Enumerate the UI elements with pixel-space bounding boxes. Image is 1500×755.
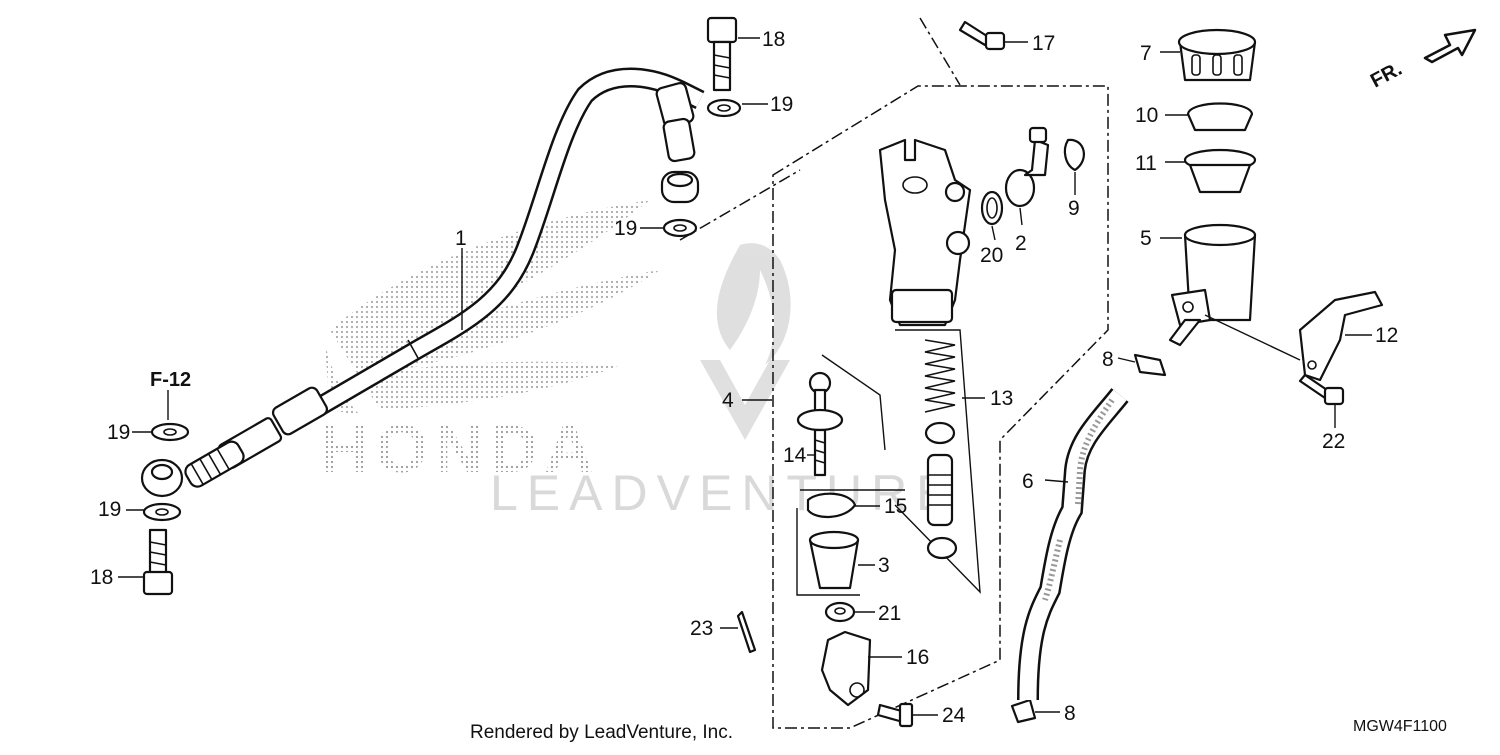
circlip-part-15	[806, 492, 857, 518]
callout-8-upper: 8	[1102, 348, 1114, 371]
callout-11: 14	[783, 444, 807, 467]
callout-9: 9	[1068, 197, 1080, 220]
lower-banjo-fitting	[140, 458, 184, 498]
brake-hose-part-1	[184, 67, 705, 488]
diagram-code: MGW4F1100	[1353, 718, 1447, 735]
callout-6: 6	[1022, 470, 1034, 493]
callout-15: 15	[884, 495, 907, 518]
reservoir-cap-part-7	[1177, 28, 1257, 82]
callout-18-upper: 18	[762, 28, 785, 51]
callout-2: 2	[1015, 232, 1027, 255]
direction-label: FR.	[1367, 58, 1406, 93]
leadventure-logo-watermark-icon	[700, 243, 791, 440]
reservoir-tank-part-5	[1168, 223, 1257, 347]
clevis-part-16	[820, 630, 872, 707]
callout-19-b: 19	[614, 217, 637, 240]
callout-19-a: 19	[770, 93, 793, 116]
reservoir-hose-part-6	[1017, 388, 1129, 701]
assembly-frame-upper	[679, 17, 961, 241]
callout-14: 12	[1375, 324, 1398, 347]
callout-18-lower: 18	[90, 566, 113, 589]
hose-clip-part-8	[1010, 353, 1167, 724]
callout-5: 5	[1140, 227, 1152, 250]
callout-19-c: 19	[107, 421, 130, 444]
callout-19-d: 19	[98, 498, 121, 521]
callout-4: 4	[722, 389, 734, 412]
callout-20: 20	[980, 244, 1003, 267]
callout-3: 3	[878, 554, 890, 577]
callout-1: 1	[455, 227, 467, 250]
hose-joint-part-2	[1004, 126, 1050, 208]
callout-8-lower: 8	[1064, 702, 1076, 725]
upper-banjo-fitting	[660, 170, 700, 204]
boot-part-3	[808, 530, 860, 590]
diaphragm-part-13	[1183, 148, 1257, 194]
circlip-part-9	[1063, 138, 1085, 172]
piston-set-part-10	[894, 329, 981, 594]
callout-22: 23	[690, 617, 713, 640]
callout-17: 17	[1032, 32, 1055, 55]
bolt-part-24	[1298, 373, 1345, 406]
callout-labels: 18 19 19 1 F-12 19 19 18 17 7 10 11 5 9 …	[90, 28, 1398, 727]
callout-13: 11	[1135, 152, 1157, 175]
cotter-pin-part-22	[736, 610, 757, 654]
boot-group-bracket	[796, 489, 905, 596]
callout-21: 21	[878, 602, 901, 625]
honda-brand-watermark: HONDA	[320, 411, 599, 487]
reference-label: F-12	[150, 369, 191, 391]
assembly-frame-4	[772, 85, 1109, 729]
push-rod-part-11	[796, 354, 886, 477]
pin-part-23	[876, 702, 914, 728]
callout-23: 24	[942, 704, 966, 727]
callout-24: 22	[1322, 430, 1345, 453]
leadventure-watermark-text: LEADVENTURE	[490, 465, 959, 521]
callout-16: 16	[906, 646, 929, 669]
nut-part-21	[824, 601, 856, 623]
callout-12: 10	[1135, 104, 1158, 127]
washer-part-19	[142, 98, 742, 522]
o-ring-part-20	[980, 190, 1004, 226]
callout-7: 7	[1140, 42, 1152, 65]
leader-lines	[118, 37, 1372, 716]
master-cylinder-body	[878, 138, 972, 327]
bracket-part-14	[1298, 290, 1384, 382]
bolt-part-18-upper	[706, 16, 738, 92]
plate-part-12	[1186, 102, 1254, 132]
bolt-part-17	[958, 20, 1006, 51]
front-direction-arrow-icon	[1423, 28, 1477, 64]
render-credit: Rendered by LeadVenture, Inc.	[470, 722, 733, 743]
callout-10: 13	[990, 387, 1013, 410]
bolt-part-18-lower	[142, 528, 174, 596]
